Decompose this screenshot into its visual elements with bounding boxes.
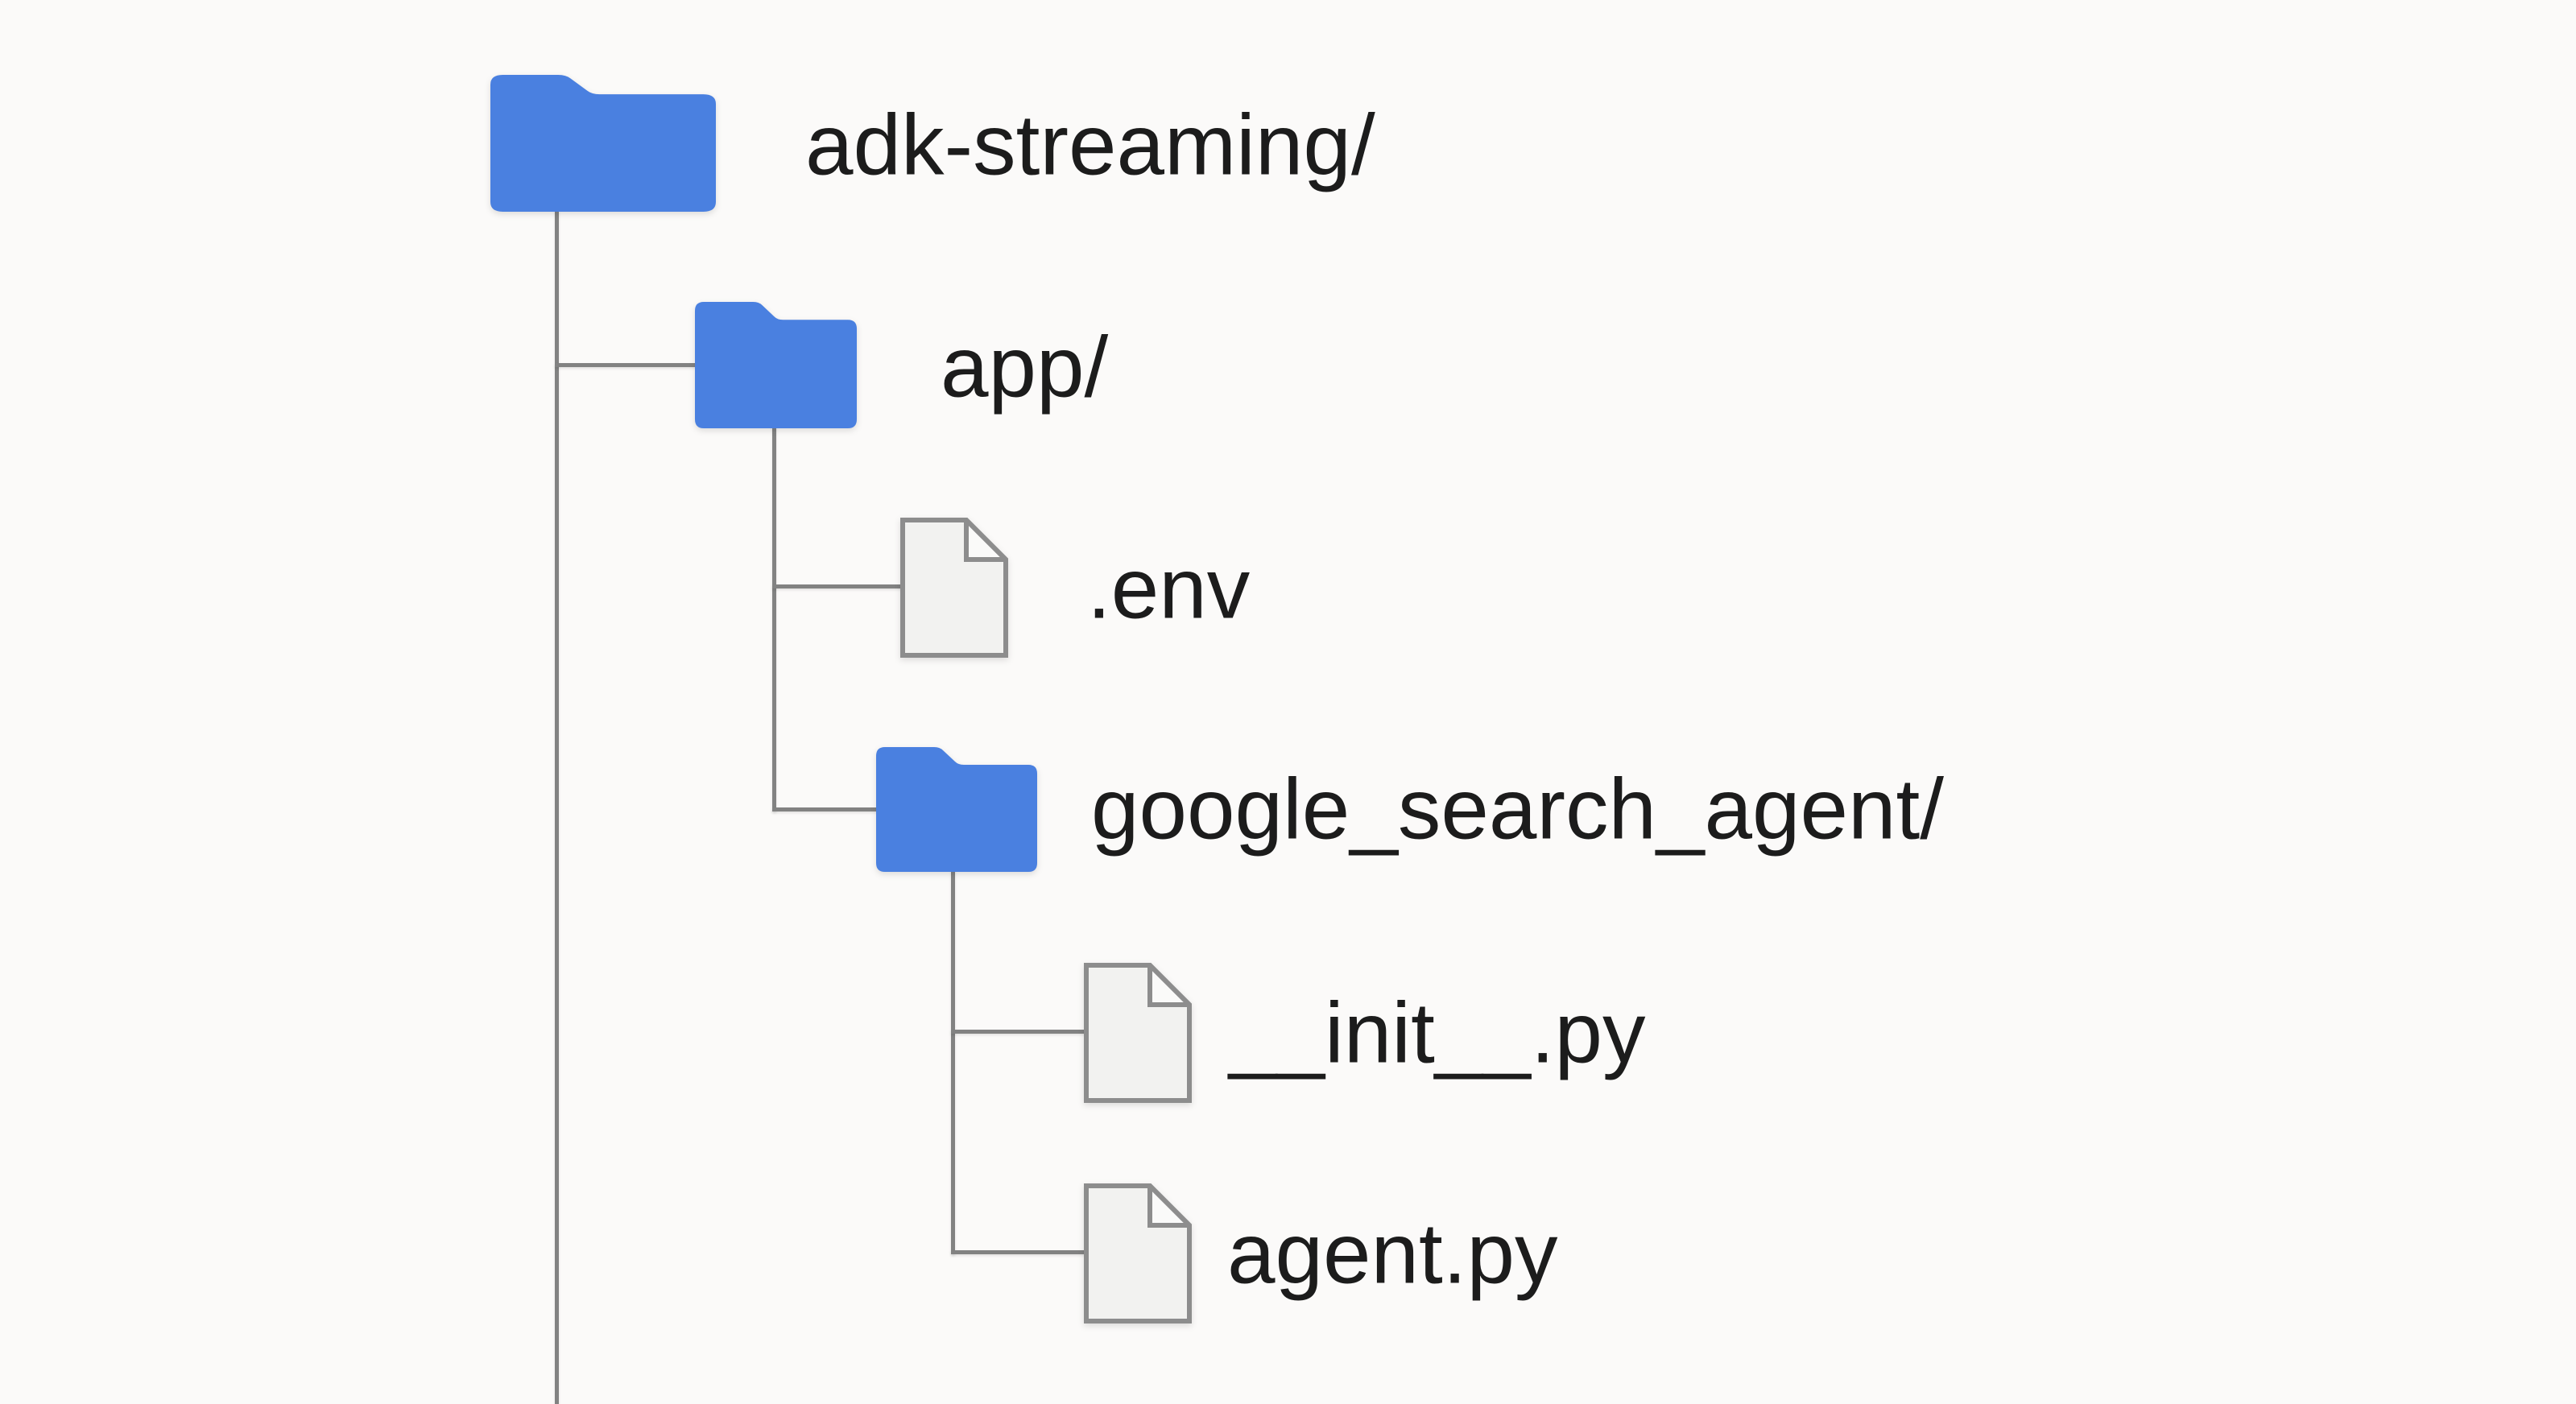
connector-app-branch (555, 363, 697, 367)
folder-icon (695, 302, 857, 428)
connector-agent-branch (951, 1250, 1086, 1254)
file-label: __init__.py (1229, 984, 1646, 1081)
file-label: .env (1087, 539, 1251, 637)
file-icon (1084, 1183, 1192, 1323)
folder-label: google_search_agent/ (1091, 760, 1944, 857)
file-icon (1084, 963, 1192, 1103)
file-label: agent.py (1227, 1204, 1558, 1302)
connector-gsa-branch (772, 807, 879, 811)
connector-env-branch (772, 584, 903, 588)
connector-init-branch (951, 1030, 1086, 1034)
connector-app-vertical (772, 425, 776, 811)
folder-icon (876, 747, 1037, 872)
connector-root-vertical (555, 209, 559, 1404)
file-icon (900, 518, 1008, 658)
folder-icon (490, 75, 716, 212)
connector-gsa-vertical (951, 869, 955, 1254)
folder-label: app/ (941, 318, 1109, 415)
folder-label: adk-streaming/ (805, 96, 1375, 193)
